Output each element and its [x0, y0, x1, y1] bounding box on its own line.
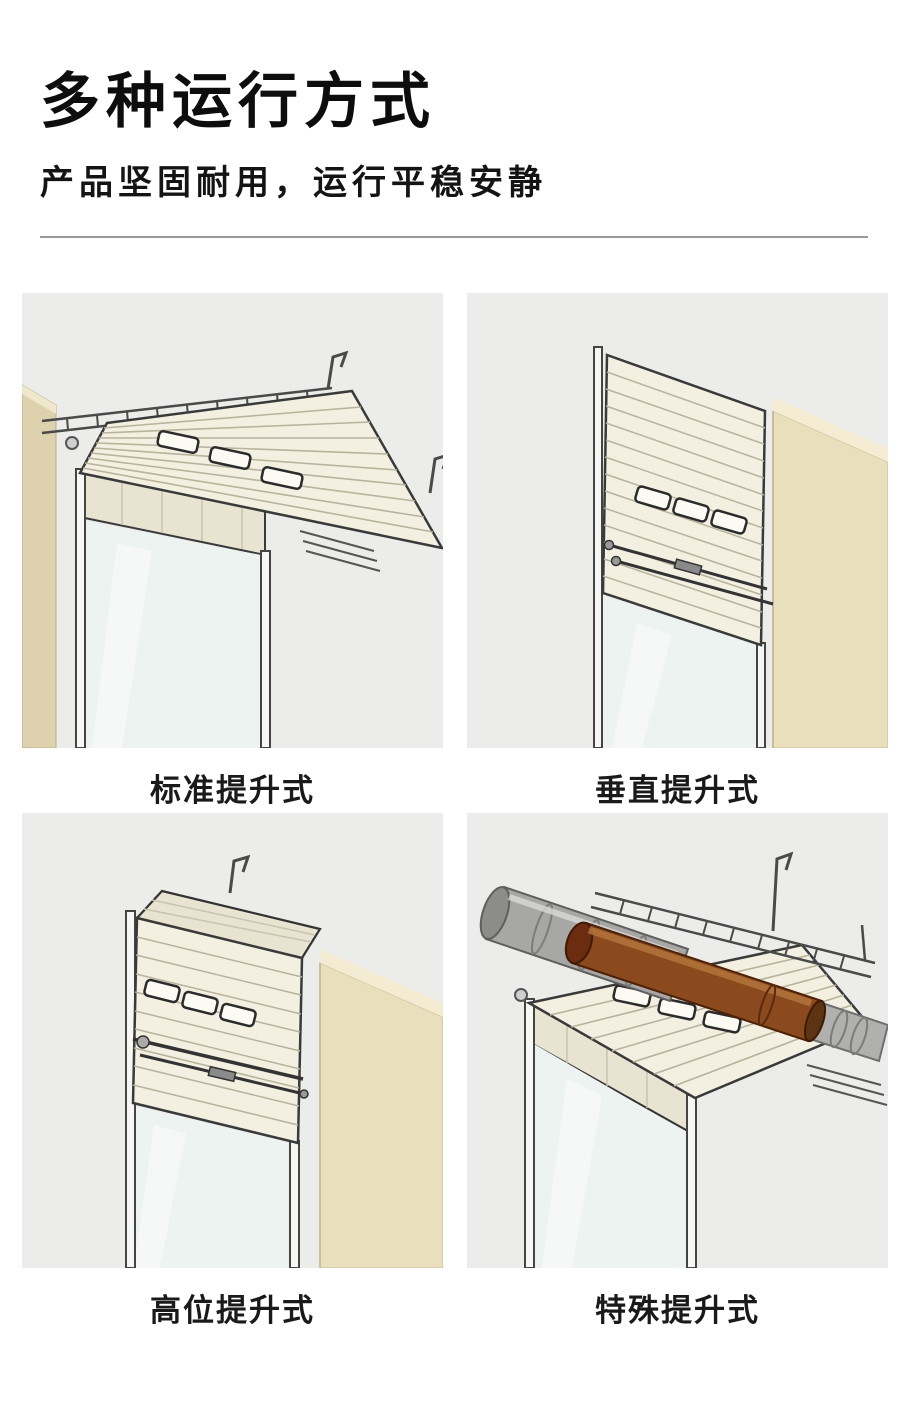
standard-lift-illustration — [22, 293, 443, 748]
modes-grid: 标准提升式 — [22, 293, 888, 1333]
side-track-rails — [806, 1064, 888, 1106]
page-title: 多种运行方式 — [40, 68, 436, 135]
mode-label-vertical: 垂直提升式 — [595, 773, 760, 808]
frame-post-right — [289, 1140, 300, 1268]
wall-left — [22, 384, 57, 748]
header: 多种运行方式 产品坚固耐用，运行平稳安静 — [0, 0, 910, 238]
door-windows — [156, 429, 304, 491]
brown-pipe — [564, 921, 827, 1043]
mode-special-lift: 特殊提升式 — [467, 813, 888, 1333]
mode-label-standard: 标准提升式 — [150, 773, 315, 808]
track-post-right — [756, 642, 766, 748]
mode-standard-lift: 标准提升式 — [22, 293, 443, 813]
divider — [40, 236, 868, 238]
side-track-rails — [299, 530, 381, 572]
frame-post-left — [524, 998, 535, 1268]
track-hanger — [860, 924, 867, 961]
mode-vertical-lift: 垂直提升式 — [467, 293, 888, 813]
high-lift-drawing — [22, 813, 443, 1268]
frame-post-left — [75, 468, 86, 748]
high-lift-illustration — [22, 813, 443, 1268]
glass-sheen — [134, 1125, 186, 1268]
door-panel — [601, 353, 767, 647]
page-subtitle: 产品坚固耐用，运行平稳安静 — [40, 164, 547, 202]
roller-bracket — [514, 988, 528, 1002]
door-windows — [634, 485, 748, 535]
roller-bracket — [65, 436, 79, 450]
door-panel — [78, 389, 443, 550]
overhead-track — [590, 891, 876, 979]
transition-ribs — [566, 1025, 648, 1108]
mode-label-high: 高位提升式 — [150, 1293, 315, 1328]
wall-right — [772, 397, 888, 748]
track-post-left — [593, 346, 603, 748]
lift-rods — [132, 1035, 309, 1099]
frame-post-right — [686, 1094, 697, 1268]
glass-panel — [603, 595, 759, 748]
door-windows — [143, 978, 257, 1028]
wall-right — [319, 949, 443, 1268]
transition-ribs — [121, 482, 243, 549]
mode-high-lift: 高位提升式 — [22, 813, 443, 1333]
frame-post-right — [260, 550, 271, 748]
track-hook-right-icon — [428, 454, 443, 494]
track-hook-icon — [771, 851, 794, 932]
door-panel — [131, 916, 304, 1145]
glass-sheen — [92, 543, 152, 748]
standard-lift-drawing — [22, 293, 443, 748]
glass-sheen — [542, 1078, 602, 1268]
special-lift-drawing — [467, 813, 888, 1268]
glass-panel — [136, 1106, 294, 1268]
track-hook-icon — [326, 350, 349, 390]
glass-panel — [534, 1044, 691, 1268]
lift-rods — [603, 539, 774, 606]
glass-sheen — [612, 623, 672, 748]
glass-panel — [85, 521, 261, 748]
track-hook-icon — [228, 854, 251, 894]
special-lift-illustration — [467, 813, 888, 1268]
mode-label-special: 特殊提升式 — [595, 1293, 760, 1328]
vertical-lift-illustration — [467, 293, 888, 748]
vertical-lift-drawing — [467, 293, 888, 748]
